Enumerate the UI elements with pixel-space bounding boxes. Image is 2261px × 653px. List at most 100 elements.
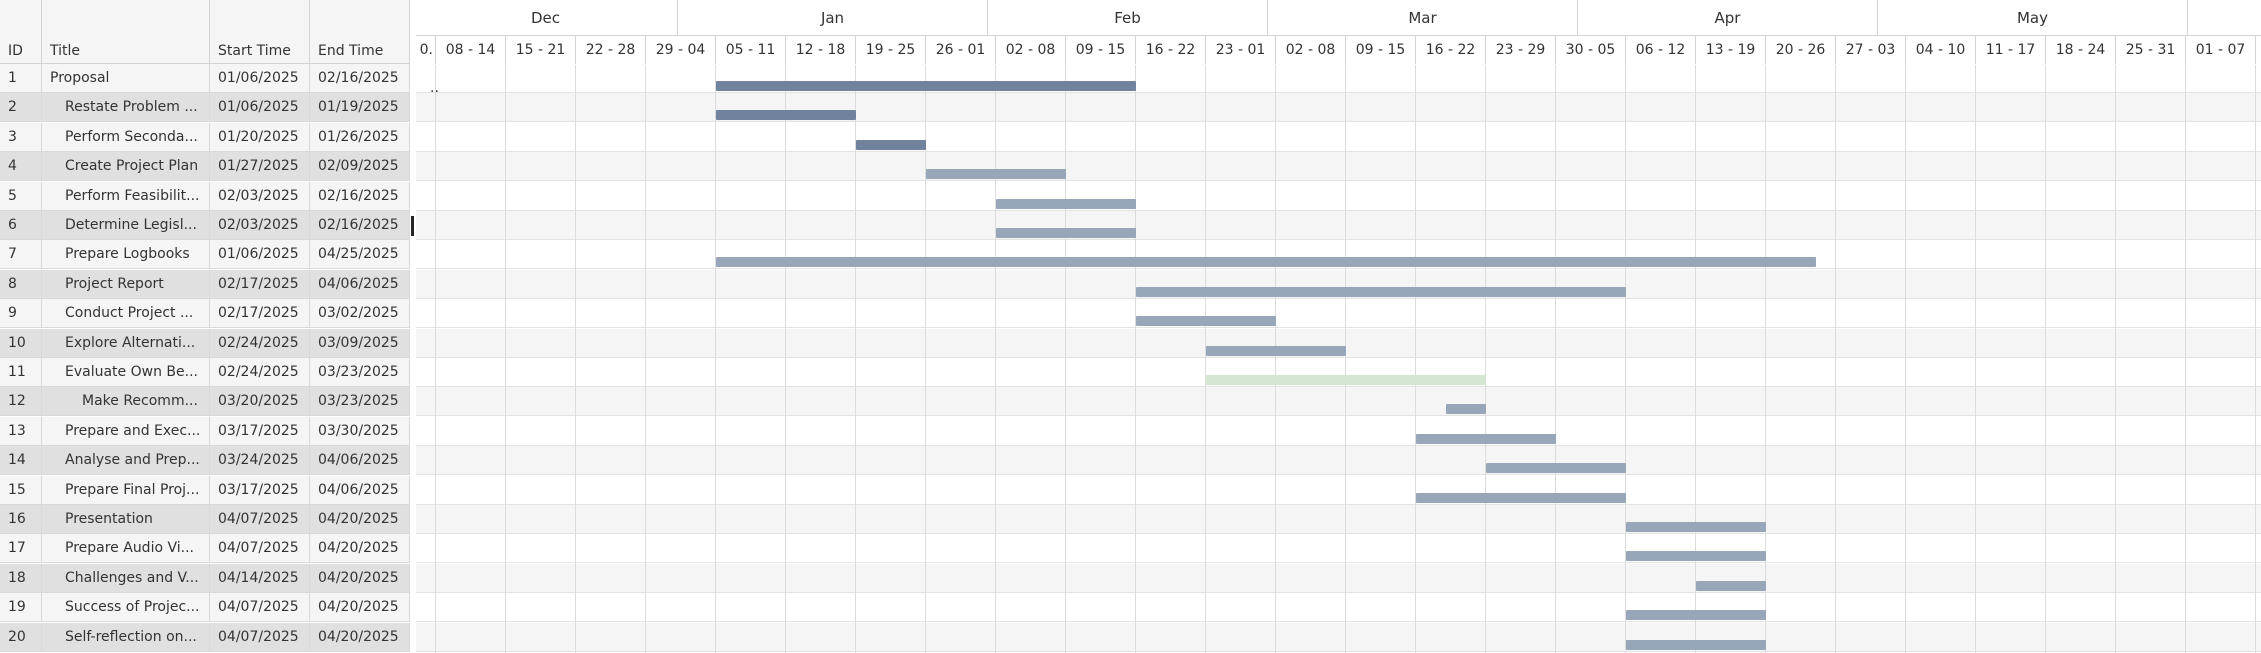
- task-bar[interactable]: [1626, 639, 1766, 650]
- chart-row[interactable]: [416, 64, 2261, 93]
- task-end-time[interactable]: 03/23/2025: [310, 387, 410, 417]
- column-header-start-time[interactable]: Start Time: [210, 0, 310, 64]
- task-end-time[interactable]: 02/09/2025: [310, 152, 410, 182]
- task-bar[interactable]: [716, 110, 856, 121]
- task-title[interactable]: Prepare and Exec...: [42, 416, 210, 446]
- task-bar[interactable]: [1626, 522, 1766, 532]
- chart-row[interactable]: [416, 593, 2261, 623]
- task-start-time[interactable]: 04/07/2025: [210, 593, 310, 623]
- task-title[interactable]: Perform Seconda...: [42, 122, 210, 152]
- task-end-time[interactable]: 02/16/2025: [310, 64, 410, 93]
- task-start-time[interactable]: 02/17/2025: [210, 269, 310, 299]
- chart-row[interactable]: [416, 622, 2261, 652]
- task-start-time[interactable]: 04/07/2025: [210, 505, 310, 534]
- task-title[interactable]: Success of Projec...: [42, 593, 210, 623]
- task-title[interactable]: Challenges and V...: [42, 563, 210, 593]
- task-title[interactable]: Prepare Final Proj...: [42, 475, 210, 505]
- task-title[interactable]: Project Report: [42, 269, 210, 299]
- task-bar[interactable]: [1206, 375, 1486, 385]
- resize-handle[interactable]: [411, 216, 414, 236]
- task-bar[interactable]: [1136, 316, 1276, 327]
- task-start-time[interactable]: 03/24/2025: [210, 446, 310, 476]
- column-header-id[interactable]: ID: [0, 0, 42, 64]
- task-start-time[interactable]: 03/17/2025: [210, 416, 310, 446]
- task-start-time[interactable]: 02/03/2025: [210, 181, 310, 211]
- task-end-time[interactable]: 03/02/2025: [310, 299, 410, 329]
- task-end-time[interactable]: 04/20/2025: [310, 534, 410, 564]
- task-end-time[interactable]: 04/06/2025: [310, 446, 410, 476]
- task-start-time[interactable]: 01/06/2025: [210, 93, 310, 123]
- task-bar[interactable]: [1696, 580, 1766, 591]
- task-bar[interactable]: [996, 198, 1136, 209]
- chart-row[interactable]: [416, 269, 2261, 299]
- chart-row[interactable]: [416, 416, 2261, 446]
- task-title[interactable]: Perform Feasibilit...: [42, 181, 210, 211]
- task-start-time[interactable]: 02/03/2025: [210, 211, 310, 240]
- task-start-time[interactable]: 02/24/2025: [210, 358, 310, 387]
- chart-row[interactable]: [416, 387, 2261, 417]
- task-bar[interactable]: [996, 228, 1136, 238]
- task-start-time[interactable]: 04/07/2025: [210, 622, 310, 652]
- task-end-time[interactable]: 04/06/2025: [310, 269, 410, 299]
- chart-row[interactable]: [416, 181, 2261, 211]
- task-end-time[interactable]: 02/16/2025: [310, 211, 410, 240]
- task-title[interactable]: Self-reflection on...: [42, 622, 210, 652]
- task-title[interactable]: Conduct Project ...: [42, 299, 210, 329]
- task-end-time[interactable]: 02/16/2025: [310, 181, 410, 211]
- task-title[interactable]: Evaluate Own Be...: [42, 358, 210, 387]
- task-bar[interactable]: [1416, 433, 1556, 444]
- task-start-time[interactable]: 02/24/2025: [210, 328, 310, 358]
- task-start-time[interactable]: 01/20/2025: [210, 122, 310, 152]
- task-end-time[interactable]: 03/09/2025: [310, 328, 410, 358]
- task-end-time[interactable]: 04/25/2025: [310, 240, 410, 270]
- task-title[interactable]: Explore Alternati...: [42, 328, 210, 358]
- panel-divider[interactable]: [410, 0, 416, 653]
- task-title[interactable]: Presentation: [42, 505, 210, 534]
- task-end-time[interactable]: 04/20/2025: [310, 563, 410, 593]
- task-end-time[interactable]: 01/19/2025: [310, 93, 410, 123]
- task-start-time[interactable]: 04/14/2025: [210, 563, 310, 593]
- task-bar[interactable]: [716, 81, 1136, 91]
- chart-row[interactable]: [416, 299, 2261, 329]
- task-bar[interactable]: [856, 139, 926, 150]
- chart-row[interactable]: [416, 211, 2261, 240]
- task-bar[interactable]: [926, 169, 1066, 180]
- task-title[interactable]: Prepare Audio Vi...: [42, 534, 210, 564]
- task-end-time[interactable]: 03/30/2025: [310, 416, 410, 446]
- task-bar[interactable]: [1486, 463, 1626, 474]
- task-bar[interactable]: [1626, 610, 1766, 621]
- task-bar[interactable]: [1136, 286, 1626, 297]
- task-title[interactable]: Proposal: [42, 64, 210, 93]
- task-title[interactable]: Determine Legisl...: [42, 211, 210, 240]
- task-title[interactable]: Analyse and Prep...: [42, 446, 210, 476]
- task-end-time[interactable]: 04/06/2025: [310, 475, 410, 505]
- task-title[interactable]: Prepare Logbooks: [42, 240, 210, 270]
- task-bar[interactable]: [1206, 345, 1346, 356]
- chart-row[interactable]: [416, 563, 2261, 593]
- task-end-time[interactable]: 04/20/2025: [310, 622, 410, 652]
- task-end-time[interactable]: 03/23/2025: [310, 358, 410, 387]
- task-start-time[interactable]: 03/20/2025: [210, 387, 310, 417]
- task-bar[interactable]: [716, 257, 1816, 268]
- column-header-end-time[interactable]: End Time: [310, 0, 410, 64]
- task-start-time[interactable]: 03/17/2025: [210, 475, 310, 505]
- chart-row[interactable]: [416, 152, 2261, 182]
- task-title[interactable]: Restate Problem ...: [42, 93, 210, 123]
- chart-row[interactable]: [416, 122, 2261, 152]
- task-bar[interactable]: [1446, 404, 1486, 415]
